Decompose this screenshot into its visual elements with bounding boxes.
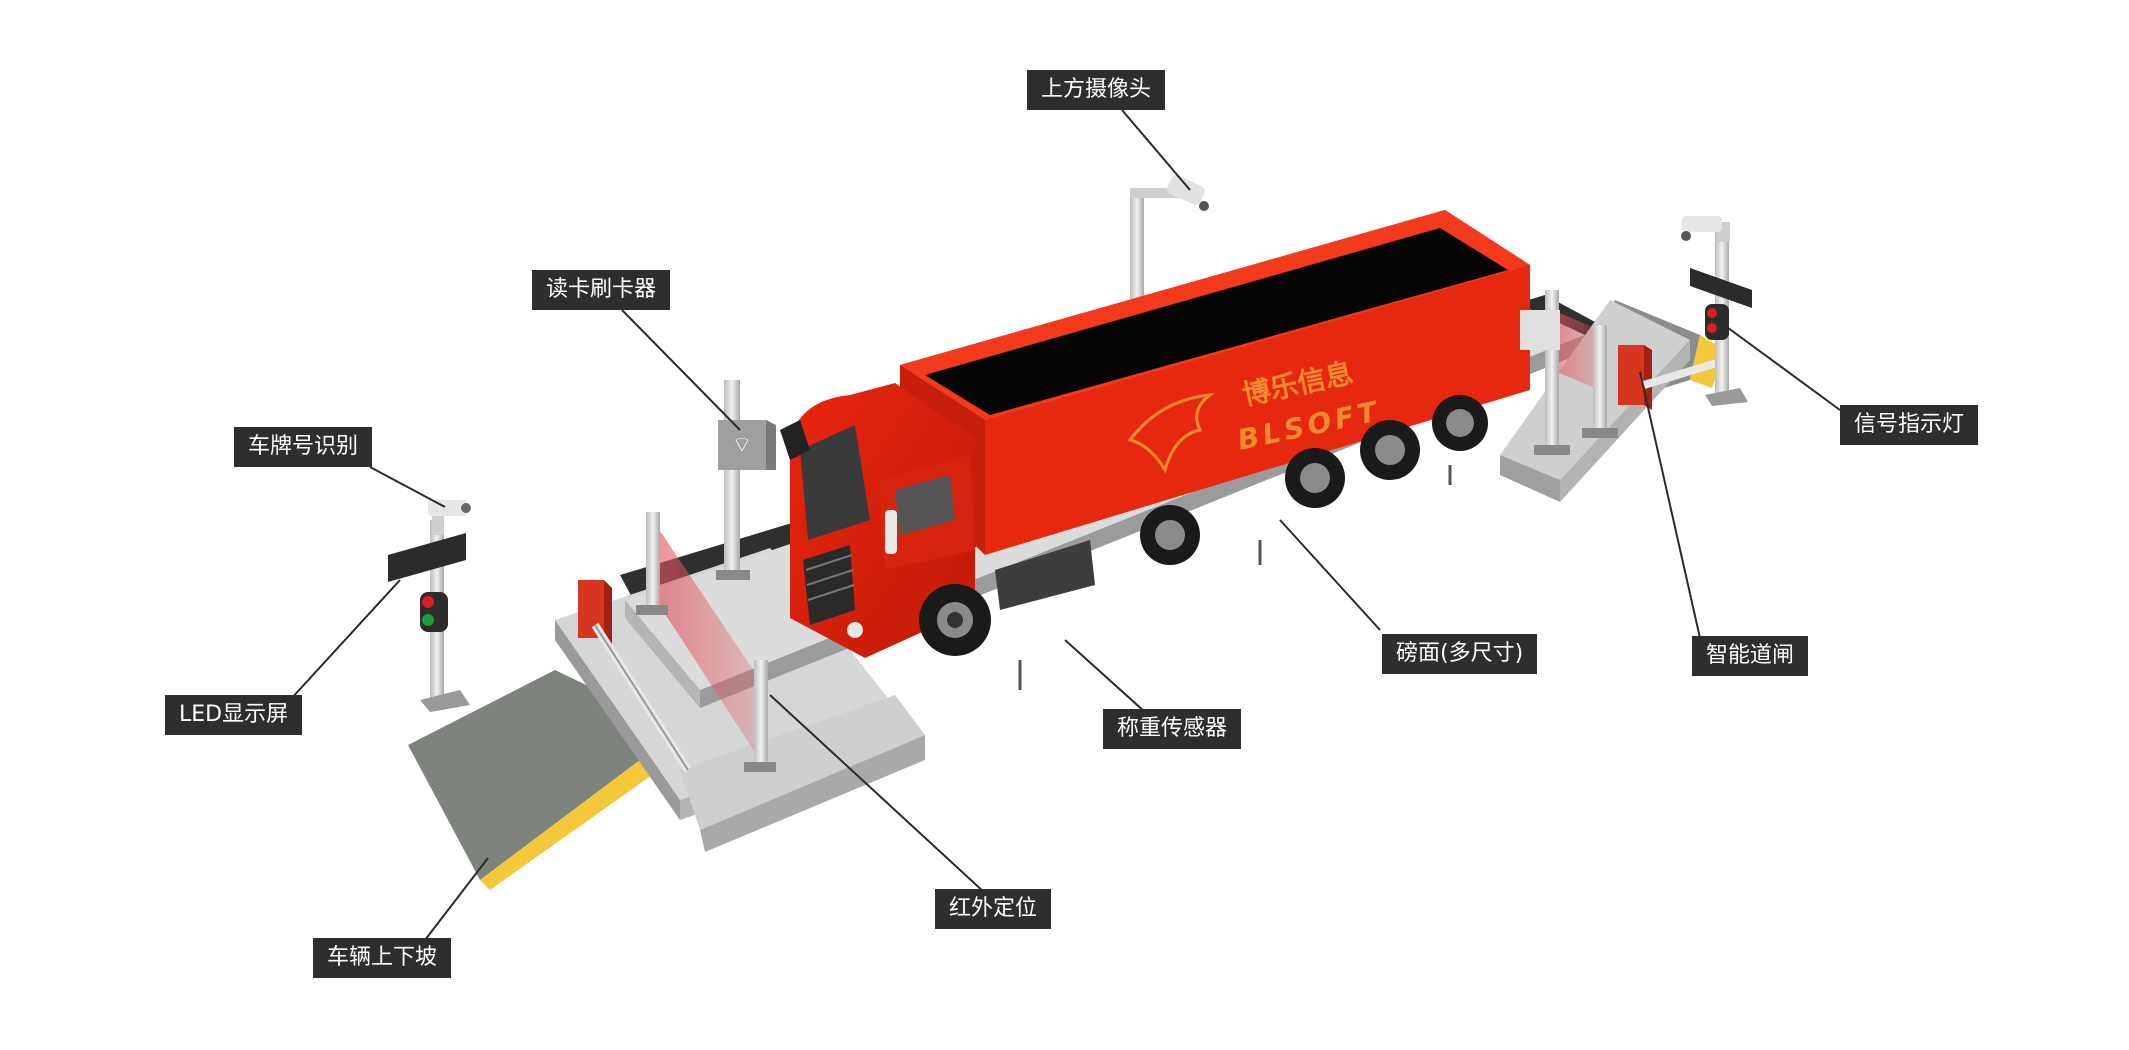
truck: 博乐信息 BLSOFT	[780, 210, 1530, 658]
cab-side-window	[895, 475, 955, 535]
left-signal-pole	[388, 500, 471, 712]
wheels	[919, 395, 1488, 656]
right-infrared	[1520, 290, 1618, 455]
label-top-camera: 上方摄像头	[1027, 70, 1166, 110]
label-smart-gate: 智能道闸	[1692, 636, 1809, 676]
plate-camera-right	[1682, 216, 1722, 232]
label-ramp: 车辆上下坡	[313, 938, 452, 978]
leader-lines	[289, 109, 1841, 941]
grille	[803, 545, 855, 625]
windshield	[800, 425, 870, 540]
gate-barrier-left	[578, 580, 692, 773]
side-mirror	[885, 510, 897, 554]
label-infrared: 红外定位	[935, 889, 1052, 929]
label-load-sensor: 称重传感器	[1103, 709, 1242, 749]
label-card-reader: 读卡刷卡器	[532, 270, 671, 310]
led-display-left	[388, 533, 466, 582]
cab-horn	[780, 420, 810, 460]
ramp-left	[408, 670, 690, 890]
card-reader: ⌔	[716, 380, 776, 580]
top-camera	[1167, 174, 1205, 206]
front-foundation	[680, 695, 925, 852]
headlight	[847, 622, 863, 638]
label-platform: 磅面(多尺寸)	[1382, 634, 1538, 674]
wifi-icon: ⌔	[732, 433, 753, 458]
truck-logo	[1127, 392, 1216, 474]
led-display-right	[1690, 268, 1752, 308]
label-led-display: LED显示屏	[165, 695, 303, 735]
label-signal-light: 信号指示灯	[1840, 405, 1979, 445]
right-signal-pole	[1681, 216, 1752, 406]
top-camera-pole	[1130, 174, 1209, 310]
load-sensor-legs	[1018, 465, 1452, 690]
label-plate-recognition: 车牌号识别	[234, 427, 373, 467]
infrared-curtain	[636, 512, 776, 772]
